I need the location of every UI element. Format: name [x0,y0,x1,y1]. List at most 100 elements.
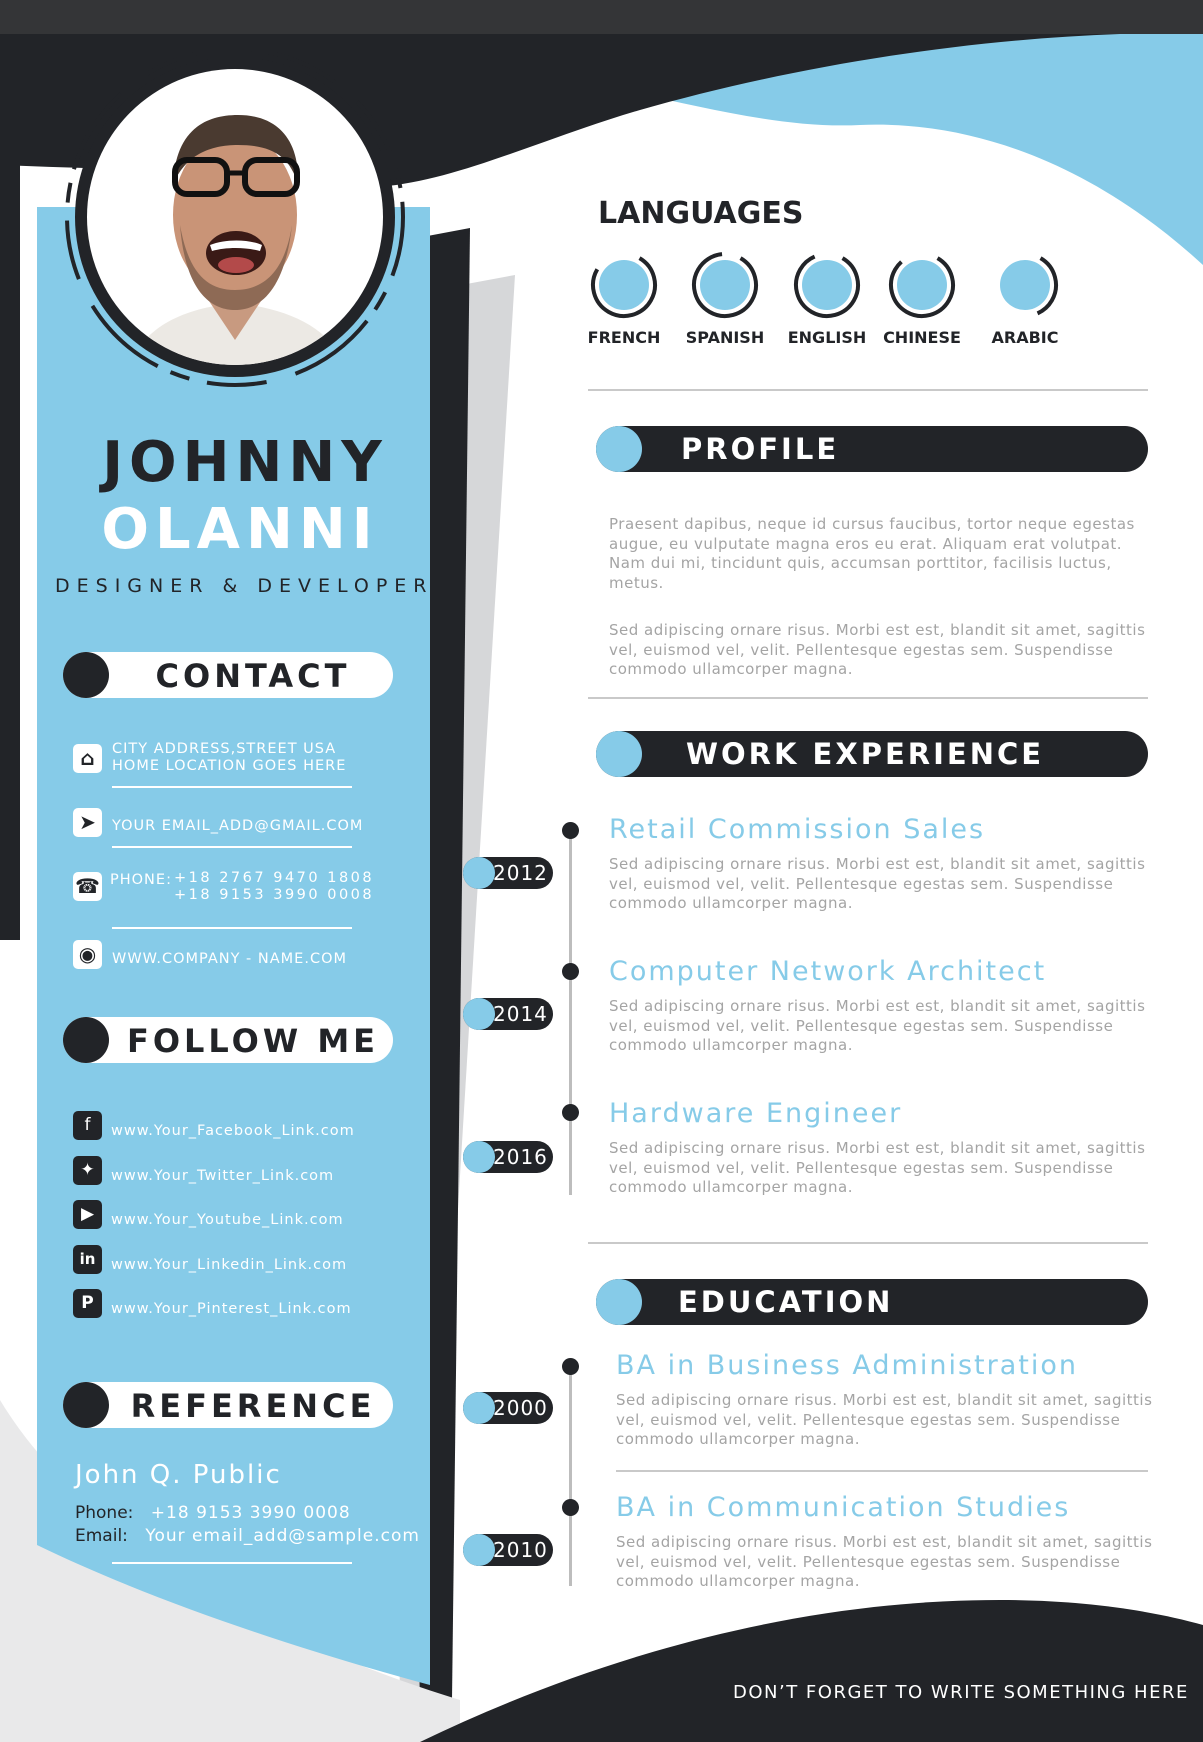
phone-label: PHONE: [110,872,172,888]
website-link[interactable]: WWW.COMPANY - NAME.COM [112,951,347,967]
languages-title: LANGUAGES [598,196,804,231]
year-text: 2010 [493,1538,548,1562]
timeline-line [569,1372,572,1586]
year-dot [463,857,495,889]
language-ring [690,250,760,320]
language-ring [792,250,862,320]
divider [616,1470,1148,1472]
job-title: Computer Network Architect [609,956,1047,987]
language-item: ARABIC [975,250,1075,347]
reference-email: Email: Your email_add@sample.com [75,1526,420,1546]
email-link[interactable]: YOUR EMAIL_ADD@GMAIL.COM [112,818,364,834]
twitter-link[interactable]: www.Your_Twitter_Link.com [111,1168,335,1184]
language-ring [887,250,957,320]
year-badge: 2016 [463,1141,553,1173]
heading-dot [63,1017,109,1063]
year-badge: 2012 [463,857,553,889]
address-line2: HOME LOCATION GOES HERE [112,758,347,774]
divider [588,389,1148,391]
phone-number-1: +18 2767 9470 1808 [174,870,375,886]
job-title: Hardware Engineer [609,1098,903,1129]
work-heading: WORK EXPERIENCE [596,731,1148,777]
year-text: 2000 [493,1396,548,1420]
language-item: FRENCH [574,250,674,347]
language-item: CHINESE [872,250,972,347]
reference-name: John Q. Public [75,1460,282,1490]
globe-icon: ◉ [73,940,102,969]
language-ring-graphic [794,252,860,318]
language-name: ENGLISH [787,328,867,347]
year-dot [463,998,495,1030]
year-dot [463,1534,495,1566]
reference-email-label: Email: [75,1526,128,1546]
education-title: EDUCATION [678,1285,894,1319]
degree-title: BA in Communication Studies [616,1492,1071,1523]
send-icon: ➤ [73,808,102,837]
year-badge: 2014 [463,998,553,1030]
reference-phone-value: +18 9153 3990 0008 [150,1503,351,1523]
language-fill [599,260,649,310]
phone-number-2: +18 9153 3990 0008 [174,887,375,903]
language-fill [1000,260,1050,310]
timeline-dot [562,1104,579,1121]
linkedin-link[interactable]: www.Your_Linkedin_Link.com [111,1257,348,1273]
language-ring-graphic [692,252,758,318]
year-badge: 2000 [463,1392,553,1424]
first-name: JOHNNY [102,430,388,495]
phone-icon: ☎ [73,872,102,901]
footer-text: DON’T FORGET TO WRITE SOMETHING HERE [733,1682,1189,1703]
divider [588,697,1148,699]
language-ring [589,250,659,320]
profile-heading: PROFILE [596,426,1148,472]
follow-heading: FOLLOW ME [63,1017,393,1063]
timeline-dot [562,963,579,980]
language-name: CHINESE [883,328,961,347]
facebook-link[interactable]: www.Your_Facebook_Link.com [111,1123,355,1139]
job-role: DESIGNER & DEVELOPER [55,575,434,597]
year-badge: 2010 [463,1534,553,1566]
linkedin-icon: in [73,1245,102,1274]
language-fill [897,260,947,310]
language-ring-graphic [992,252,1058,318]
language-ring-graphic [889,252,955,318]
language-ring [990,250,1060,320]
year-dot [463,1392,495,1424]
heading-dot [63,652,109,698]
language-name: FRENCH [587,328,661,347]
year-text: 2016 [493,1145,548,1169]
divider [588,1242,1148,1244]
degree-title: BA in Business Administration [616,1350,1078,1381]
divider [112,1562,352,1564]
divider [112,846,352,848]
contact-title: CONTACT [155,657,351,695]
reference-phone-label: Phone: [75,1503,134,1523]
heading-dot [596,731,642,777]
timeline-line [569,830,572,1195]
reference-heading: REFERENCE [63,1382,393,1428]
reference-title: REFERENCE [130,1387,376,1425]
language-ring-graphic [591,252,657,318]
heading-dot [596,1279,642,1325]
job-description: Sed adipiscing ornare risus. Morbi est e… [609,997,1146,1054]
profile-paragraph-2: Sed adipiscing ornare risus. Morbi est e… [609,621,1146,678]
job-title: Retail Commission Sales [609,814,986,845]
heading-dot [596,426,642,472]
language-fill [700,260,750,310]
degree-description: Sed adipiscing ornare risus. Morbi est e… [616,1391,1153,1448]
profile-paragraph-1: Praesent dapibus, neque id cursus faucib… [609,515,1135,592]
language-item: ENGLISH [777,250,877,347]
language-name: SPANISH [685,328,765,347]
reference-email-value[interactable]: Your email_add@sample.com [145,1526,420,1546]
reference-phone: Phone: +18 9153 3990 0008 [75,1503,351,1523]
address-line1: CITY ADDRESS,STREET USA [112,741,337,757]
youtube-link[interactable]: www.Your_Youtube_Link.com [111,1212,344,1228]
year-text: 2012 [493,861,548,885]
pinterest-link[interactable]: www.Your_Pinterest_Link.com [111,1301,352,1317]
timeline-dot [562,1358,579,1375]
follow-title: FOLLOW ME [126,1022,380,1060]
heading-dot [63,1382,109,1428]
timeline-dot [562,1499,579,1516]
profile-photo [65,47,405,387]
language-name: ARABIC [991,328,1059,347]
